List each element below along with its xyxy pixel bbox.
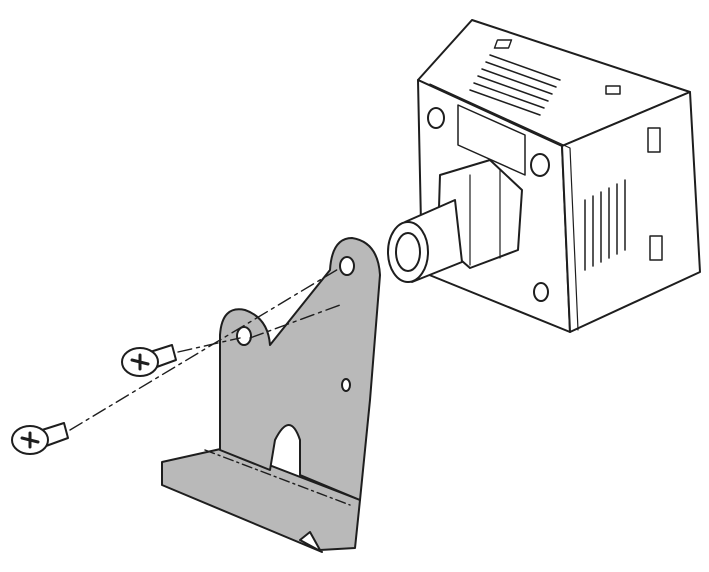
fitting-bore — [387, 221, 429, 283]
mounting-bracket — [161, 237, 381, 553]
mounting-hole — [533, 282, 549, 302]
bracket-base-plate — [161, 447, 361, 553]
phillips-head-icon — [20, 431, 40, 449]
screw — [121, 344, 177, 377]
fitting — [387, 159, 523, 283]
assembly-center-lines — [69, 267, 341, 431]
side-vent-slots — [584, 179, 626, 271]
bracket-small-hole — [341, 378, 351, 392]
mounting-hole — [530, 153, 550, 177]
bracket-upright — [219, 237, 381, 501]
screw — [11, 422, 69, 455]
phillips-head-icon — [130, 353, 150, 371]
bracket-hole — [236, 326, 252, 346]
sensor-right-face — [561, 91, 701, 333]
mounting-hole — [427, 107, 445, 129]
connector-port — [457, 104, 526, 176]
bracket-hole — [339, 256, 355, 276]
top-vent-slots — [469, 54, 561, 116]
